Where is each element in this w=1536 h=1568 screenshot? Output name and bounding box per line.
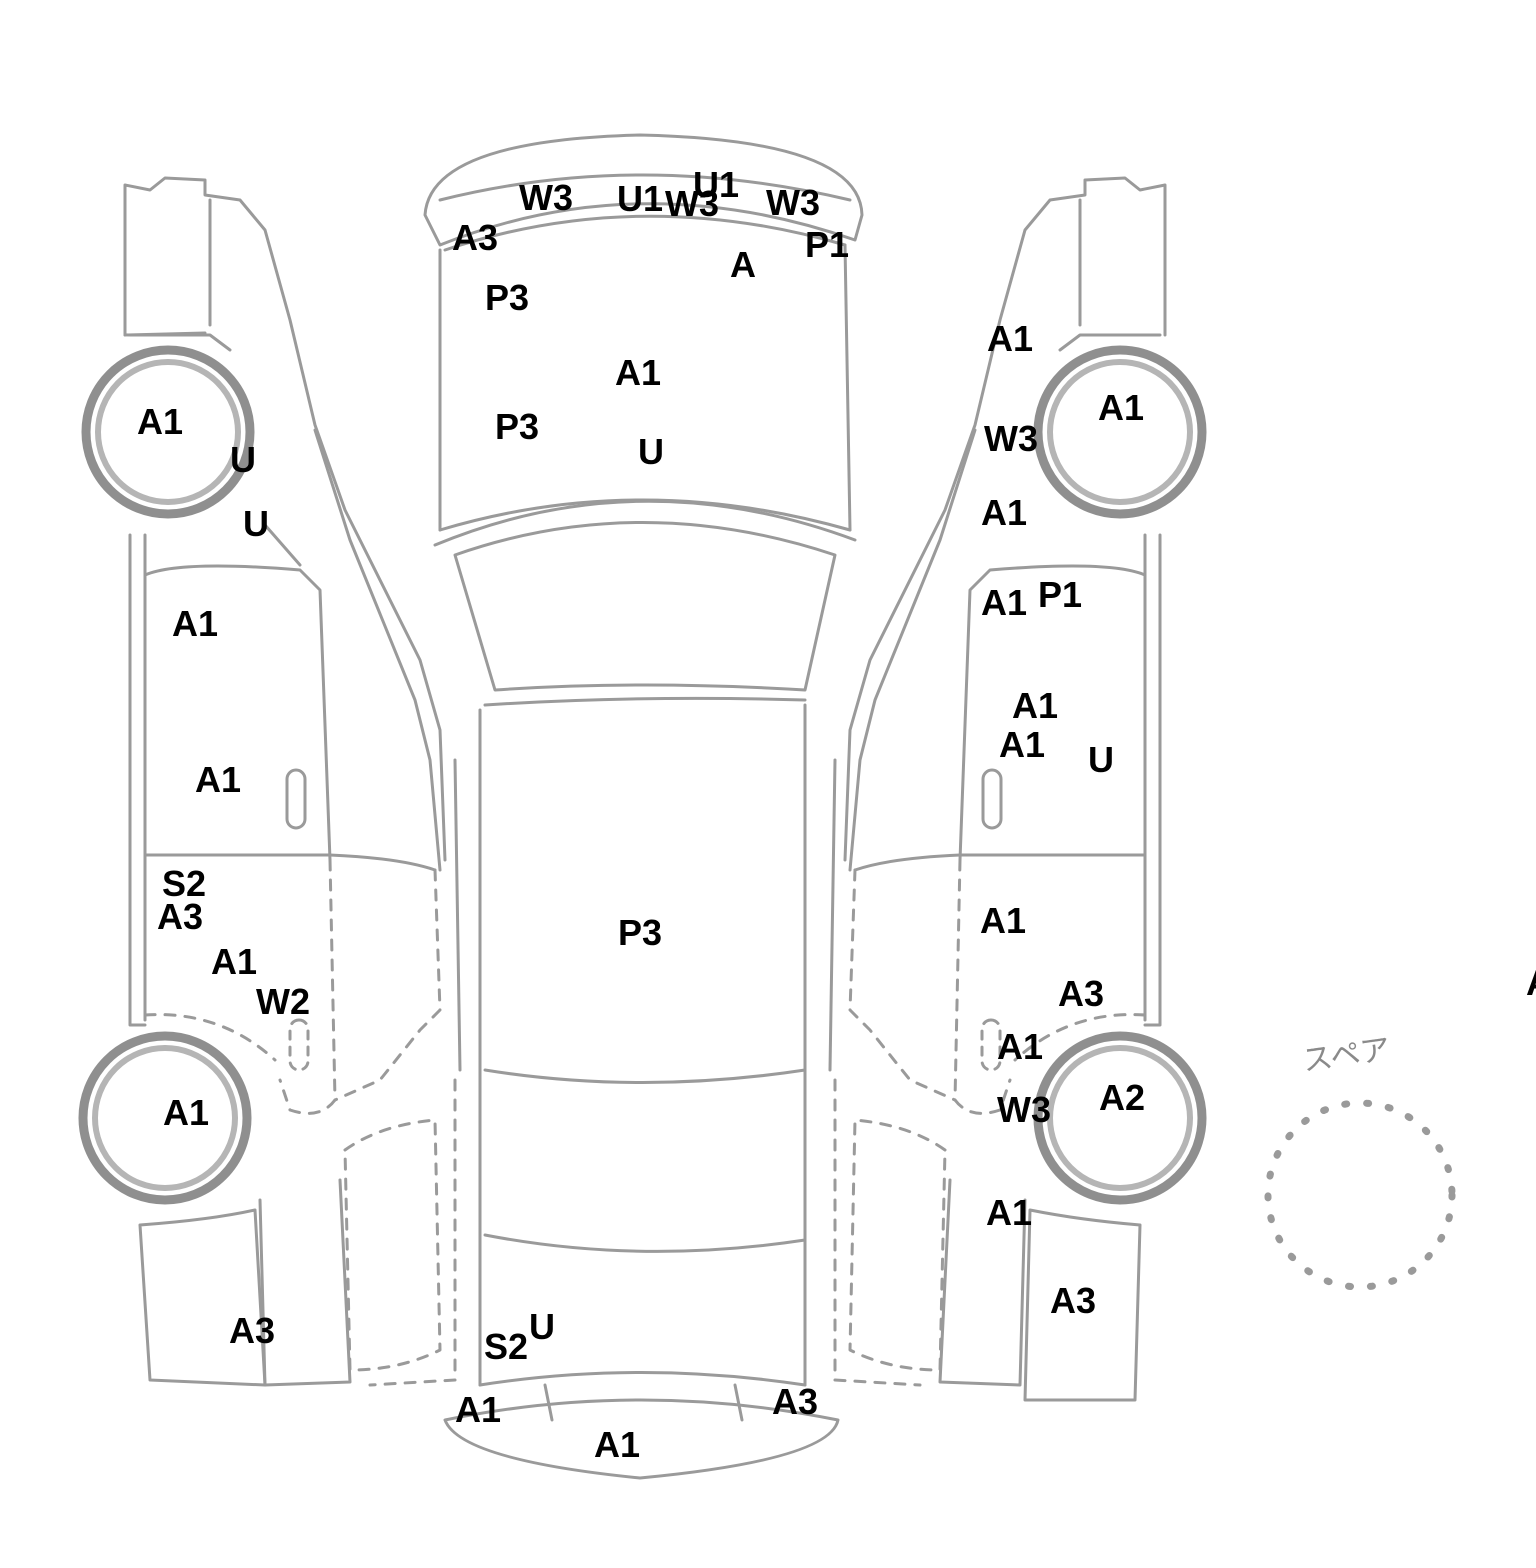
damage-mark: A1: [979, 900, 1027, 941]
right-wheels: [1033, 345, 1207, 1205]
damage-mark: A3: [451, 217, 499, 258]
damage-mark: W3: [665, 183, 719, 224]
spare-tire-icon: [1264, 1099, 1456, 1291]
damage-mark: A1: [171, 603, 219, 644]
damage-mark: P3: [484, 277, 530, 318]
damage-mark: A1: [614, 352, 662, 393]
top-view: [423, 133, 864, 1480]
damage-mark: A1: [986, 318, 1034, 359]
damage-mark: U: [230, 439, 256, 480]
damage-mark: S2: [161, 863, 207, 904]
damage-mark: A3: [156, 896, 204, 937]
damage-mark: A1: [210, 941, 258, 982]
damage-mark: P1: [804, 224, 850, 265]
damage-mark: U: [529, 1306, 555, 1347]
damage-mark: W3: [984, 418, 1038, 459]
damage-mark: A3: [228, 1310, 276, 1351]
damage-mark: A1: [593, 1424, 641, 1465]
damage-mark: P1: [1037, 574, 1083, 615]
damage-mark: U1: [616, 178, 664, 219]
damage-mark: A3: [771, 1381, 819, 1422]
damage-mark: U: [1088, 739, 1114, 780]
damage-mark: A1: [980, 582, 1028, 623]
damage-mark: A1: [998, 724, 1046, 765]
damage-mark: A1: [454, 1389, 502, 1430]
damage-mark: A2: [1098, 1077, 1146, 1118]
damage-mark: A1: [1011, 685, 1059, 726]
right-side-view: [828, 176, 1167, 1402]
damage-mark: W3: [997, 1089, 1051, 1130]
damage-mark: U1: [692, 164, 740, 205]
damage-mark: U: [243, 503, 269, 544]
damage-mark: P3: [617, 912, 663, 953]
damage-mark: A1: [1097, 387, 1145, 428]
damage-mark: A3: [1057, 973, 1105, 1014]
left-wheels: [78, 345, 255, 1205]
damage-mark: A1: [985, 1192, 1033, 1233]
damage-mark: A1: [194, 759, 242, 800]
damage-mark: A3: [1049, 1280, 1097, 1321]
damage-mark: S2: [483, 1326, 529, 1367]
damage-mark: U: [638, 431, 664, 472]
damage-mark: P3: [494, 406, 540, 447]
damage-mark: A: [1526, 965, 1536, 1001]
damage-mark: A1: [136, 401, 184, 442]
damage-mark: W3: [519, 177, 573, 218]
damage-mark: W2: [256, 981, 310, 1022]
left-side-view: [123, 176, 462, 1387]
damage-mark: A1: [162, 1092, 210, 1133]
damage-mark: W3: [766, 182, 820, 223]
damage-mark: A1: [980, 492, 1028, 533]
damage-mark: A1: [996, 1026, 1044, 1067]
damage-mark: A: [730, 244, 756, 285]
